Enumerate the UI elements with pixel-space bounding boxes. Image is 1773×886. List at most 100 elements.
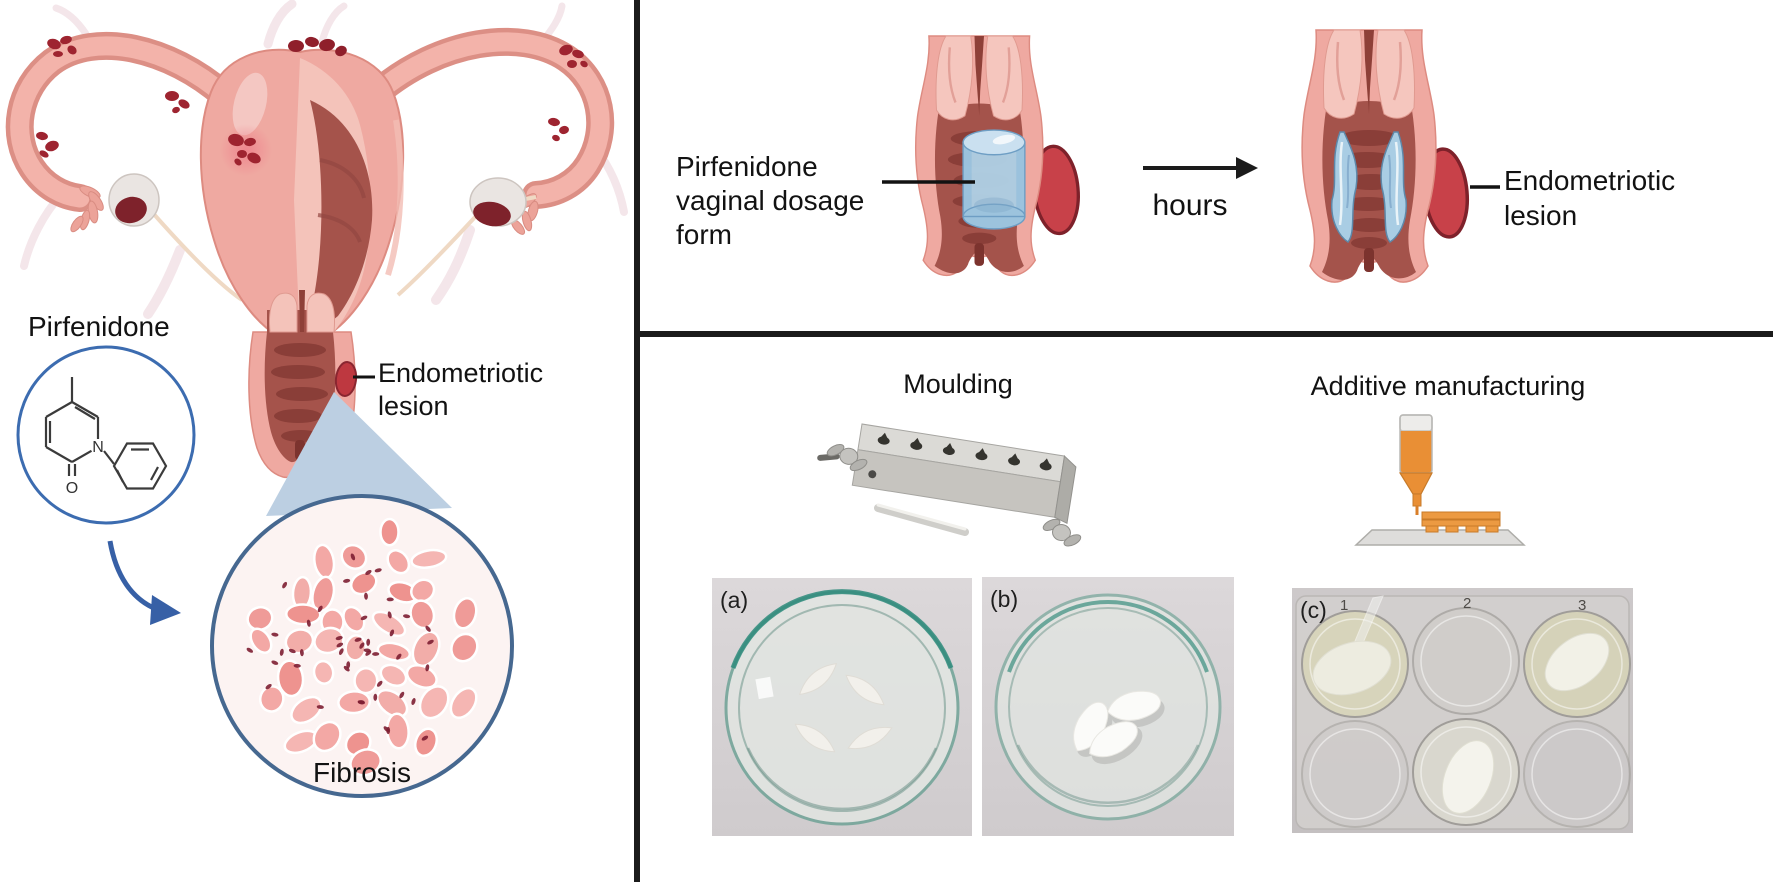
- fibrosis-speck: [357, 700, 365, 705]
- fibrosis-speck: [265, 683, 272, 690]
- lesion-label-right-line2: lesion: [1504, 200, 1578, 231]
- fallopian-tubes: [5, 27, 615, 212]
- mould-rod-highlight: [876, 503, 967, 531]
- uterus-highlight: [232, 72, 268, 136]
- photo-wellplate-c: 1 2 3 (c): [1292, 588, 1633, 833]
- fibrosis-cell: [349, 748, 382, 777]
- cervix-lobes: [269, 290, 335, 333]
- fibrosis-cell: [414, 727, 438, 758]
- fibrosis-speck: [366, 638, 371, 646]
- cavity-ridge: [317, 213, 362, 243]
- fibrosis-cell: [312, 659, 335, 685]
- atom-o-label: O: [66, 480, 78, 497]
- fibrosis-cell: [337, 690, 372, 715]
- fibrosis-speck: [387, 611, 392, 619]
- lesion-cluster: [165, 91, 190, 114]
- lesion-label-left-line2: lesion: [378, 391, 449, 421]
- moulded-pessaries: [794, 662, 893, 753]
- fibrosis-speck: [425, 625, 431, 632]
- fibrosis-cell: [379, 663, 408, 687]
- fibrosis-cell: [452, 596, 478, 630]
- ovary-right: [469, 177, 527, 227]
- lesion-cluster-halo: [220, 124, 272, 176]
- fibrosis-speck: [365, 569, 372, 576]
- fibrosis-speck: [350, 553, 356, 561]
- fibrosis-zoom: [210, 392, 514, 798]
- fibrosis-cell: [449, 686, 478, 720]
- fibrosis-cell: [379, 517, 400, 547]
- dosage-form-label-line3: form: [676, 219, 732, 250]
- dosage-cylinder: [962, 129, 1026, 230]
- fibrosis-cell: [313, 626, 345, 655]
- fibrosis-speck: [365, 650, 372, 656]
- wing-nut-left: [817, 444, 868, 472]
- cervical-lesion: [334, 361, 358, 397]
- dosage-form-label-line2: vaginal dosage: [676, 185, 865, 216]
- fibrosis-speck: [338, 648, 344, 655]
- fibrosis-cell: [246, 605, 274, 631]
- fibrosis-speck: [335, 636, 343, 641]
- lesion-label-left: Endometriotic lesion: [378, 357, 543, 423]
- fibrosis-speck: [364, 592, 368, 600]
- fibrosis-speck: [336, 642, 344, 648]
- vertical-divider: [634, 0, 640, 882]
- endometrioma-right: [473, 201, 511, 227]
- lesion-clusters: [36, 35, 588, 176]
- fibrosis-speck: [403, 614, 411, 619]
- fibrosis-cell: [410, 548, 448, 569]
- fibrosis-cell: [450, 632, 479, 663]
- wing-nut-right: [1042, 518, 1082, 547]
- fibrosis-cell: [410, 578, 436, 603]
- fibrosis-speck: [343, 578, 351, 583]
- curved-arrow: [107, 540, 181, 625]
- fibrosis-speck: [299, 649, 304, 657]
- fibrosis-histology: [246, 517, 479, 777]
- lesion-cluster: [36, 131, 59, 158]
- fibrosis-cell: [249, 627, 273, 654]
- fibrosis-speck: [374, 568, 382, 573]
- fibrosis-speck: [293, 663, 301, 668]
- mould-rod: [874, 504, 969, 536]
- print-bed: [1354, 529, 1526, 546]
- fibrosis-speck: [246, 647, 254, 653]
- fibrosis-cell: [418, 685, 450, 720]
- fibrosis-speck: [354, 637, 362, 642]
- inner-wall-highlight: [385, 119, 404, 276]
- lesion-cluster: [559, 44, 588, 68]
- fibrosis-cell: [353, 667, 379, 695]
- pirfenidone-structure: N O: [16, 345, 196, 525]
- fibrosis-speck: [271, 660, 279, 665]
- printer-icon: [1354, 414, 1526, 546]
- suppository-mould: [817, 423, 1082, 547]
- fibrosis-cell: [285, 603, 322, 626]
- fibrosis-speck: [360, 615, 368, 621]
- fibrosis-speck: [399, 691, 405, 699]
- cervix-lobes: [1323, 29, 1415, 119]
- fibrosis-speck: [421, 735, 429, 741]
- fibrosis-speck: [389, 629, 395, 637]
- fibrosis-speck: [306, 619, 311, 627]
- lesion-cluster: [548, 117, 569, 142]
- fibrosis-cell: [276, 659, 305, 698]
- fibrosis-speck: [316, 705, 324, 709]
- torpedo-pessaries: [1073, 690, 1161, 758]
- photo-c-label: (c): [1300, 597, 1327, 623]
- fibrosis-speck: [359, 642, 365, 649]
- fibrosis-speck: [383, 726, 390, 732]
- structure-circle: [16, 345, 196, 525]
- cervix-lobes: [935, 35, 1023, 121]
- fibrosis-speck: [396, 653, 402, 660]
- cavity-ridge: [319, 158, 366, 199]
- zoom-triangle: [266, 392, 452, 516]
- dosage-form-label-line1: Pirfenidone: [676, 151, 818, 182]
- fibrosis-cell: [386, 549, 411, 575]
- printed-object: [1421, 511, 1501, 533]
- fibrosis-cell: [290, 695, 323, 725]
- endometrioma-left: [115, 196, 147, 224]
- fibrosis-speck: [271, 632, 279, 637]
- mould-holes: [877, 432, 1052, 471]
- fibrosis-cell: [342, 605, 366, 633]
- fibrosis-cell: [312, 720, 342, 753]
